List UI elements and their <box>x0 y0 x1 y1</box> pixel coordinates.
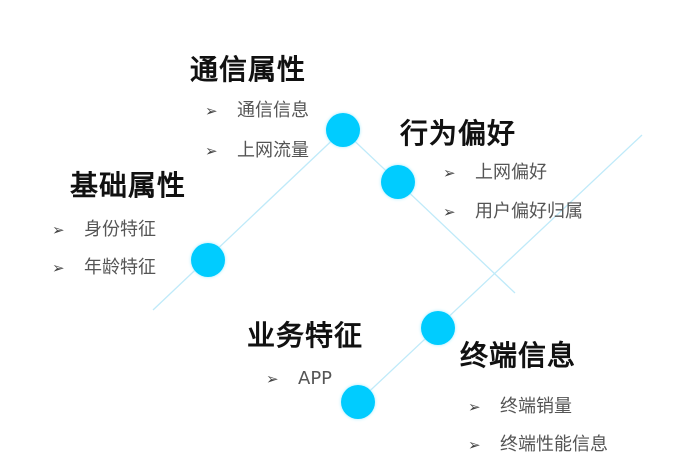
group-title-basic: 基础属性 <box>70 169 187 202</box>
arrow-bullet-icon: ➢ <box>52 221 65 239</box>
arrow-bullet-icon: ➢ <box>468 398 481 416</box>
group-title-business: 业务特征 <box>247 319 364 352</box>
connector-line <box>152 129 344 311</box>
node-communication <box>326 113 360 147</box>
arrow-bullet-icon: ➢ <box>205 102 218 120</box>
list-item-label: 身份特征 <box>84 219 156 240</box>
list-item-label: 上网流量 <box>237 140 309 161</box>
list-item: ➢ 身份特征 <box>52 221 156 239</box>
arrow-bullet-icon: ➢ <box>52 259 65 277</box>
list-item-label: 通信信息 <box>237 100 309 121</box>
list-item-label: 上网偏好 <box>475 162 547 183</box>
list-item: ➢ 终端销量 <box>468 398 572 416</box>
list-item-label: APP <box>298 368 333 389</box>
list-item: ➢ 上网流量 <box>205 142 309 160</box>
node-business <box>341 385 375 419</box>
group-title-communication: 通信属性 <box>190 53 307 86</box>
list-item: ➢ 用户偏好归属 <box>443 203 583 221</box>
list-item-label: 终端性能信息 <box>500 434 608 455</box>
arrow-bullet-icon: ➢ <box>443 203 456 221</box>
list-item: ➢ 通信信息 <box>205 102 309 120</box>
arrow-bullet-icon: ➢ <box>443 164 456 182</box>
list-item-label: 用户偏好归属 <box>475 201 583 222</box>
connector-line <box>342 129 516 294</box>
list-item: ➢ 终端性能信息 <box>468 436 608 454</box>
connector-line <box>357 134 643 403</box>
arrow-bullet-icon: ➢ <box>468 436 481 454</box>
arrow-bullet-icon: ➢ <box>266 370 279 388</box>
node-basic <box>191 243 225 277</box>
group-title-behavior: 行为偏好 <box>400 117 517 150</box>
node-behavior <box>381 165 415 199</box>
group-title-terminal: 终端信息 <box>460 339 577 372</box>
list-item-label: 终端销量 <box>500 396 572 417</box>
list-item: ➢ APP <box>266 370 332 388</box>
list-item: ➢ 年龄特征 <box>52 259 156 277</box>
node-terminal <box>421 311 455 345</box>
list-item-label: 年龄特征 <box>84 257 156 278</box>
arrow-bullet-icon: ➢ <box>205 142 218 160</box>
list-item: ➢ 上网偏好 <box>443 164 547 182</box>
